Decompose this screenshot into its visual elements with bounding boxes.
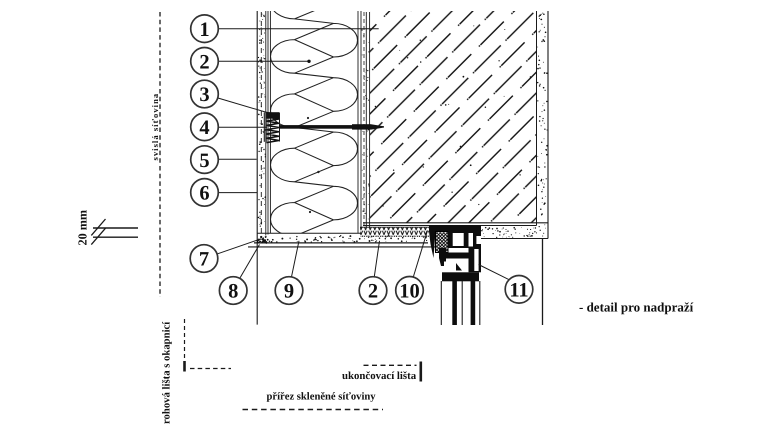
svg-text:svislá síťovina: svislá síťovina (150, 93, 160, 161)
svg-text:5: 5 (199, 150, 209, 172)
svg-text:6: 6 (199, 183, 209, 205)
svg-text:9: 9 (284, 281, 294, 303)
svg-text:10: 10 (399, 281, 420, 303)
svg-text:3: 3 (199, 84, 209, 106)
svg-text:4: 4 (199, 117, 209, 139)
svg-text:ukončovací lišta: ukončovací lišta (342, 370, 417, 382)
svg-text:8: 8 (228, 281, 238, 303)
svg-text:1: 1 (199, 19, 209, 41)
svg-text:20 mm: 20 mm (76, 210, 90, 246)
svg-text:- detail pro nadpraží: - detail pro nadpraží (579, 300, 694, 315)
svg-text:11: 11 (509, 280, 528, 302)
svg-text:7: 7 (199, 249, 209, 271)
svg-text:rohová lišta s okapnicí: rohová lišta s okapnicí (161, 321, 173, 424)
svg-text:2: 2 (368, 281, 378, 303)
svg-text:2: 2 (199, 52, 209, 74)
svg-text:přířez skleněné síťoviny: přířez skleněné síťoviny (267, 392, 377, 403)
